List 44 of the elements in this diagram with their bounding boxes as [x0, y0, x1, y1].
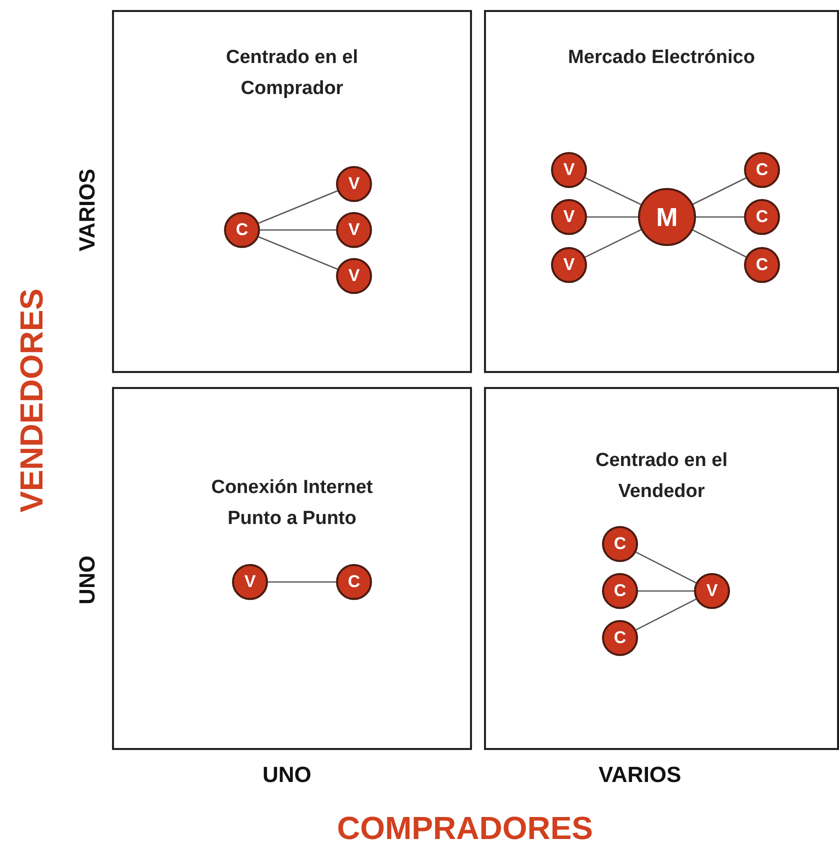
axis-label: VARIOS — [598, 762, 682, 788]
connector-line — [636, 552, 696, 584]
connector-line — [636, 598, 696, 630]
quadrant-title: Centrado en el Vendedor — [594, 449, 728, 504]
node-circle: C — [602, 526, 638, 562]
quadrant-panel — [484, 387, 839, 750]
quadrant-panel — [112, 387, 472, 750]
quadrant-panel — [484, 10, 839, 373]
axis-label: UNO — [262, 762, 312, 788]
node-circle: C — [744, 152, 780, 188]
connector-line — [696, 216, 744, 218]
node-circle: C — [744, 247, 780, 283]
quadrant-panel — [112, 10, 472, 373]
node-circle: C — [224, 212, 260, 248]
connector-line — [258, 236, 338, 270]
node-circle: C — [602, 573, 638, 609]
connector-line — [692, 230, 746, 258]
node-circle: V — [336, 166, 372, 202]
node-circle: C — [744, 199, 780, 235]
node-circle: C — [336, 564, 372, 600]
node-circle: V — [694, 573, 730, 609]
axis-title: COMPRADORES — [337, 810, 594, 846]
quadrant-title: Centrado en el Comprador — [225, 46, 359, 101]
connector-line — [268, 581, 336, 583]
connector-line — [584, 177, 642, 206]
axis-label: UNO — [74, 556, 100, 604]
connector-line — [584, 229, 642, 258]
node-circle: C — [602, 620, 638, 656]
axis-title: VENDEDORES — [14, 288, 51, 512]
connector-line — [260, 229, 336, 231]
quadrant-title: Mercado Electrónico — [568, 46, 755, 70]
connector-line — [587, 216, 638, 218]
node-circle: V — [232, 564, 268, 600]
node-circle: V — [336, 258, 372, 294]
node-circle: V — [551, 152, 587, 188]
connector-line — [692, 177, 746, 205]
connector-line — [638, 590, 694, 592]
quadrant-title: Conexión Internet Punto a Punto — [210, 476, 374, 531]
connector-line — [258, 190, 338, 224]
node-circle: V — [336, 212, 372, 248]
axis-label: VARIOS — [74, 168, 100, 252]
node-circle: V — [551, 199, 587, 235]
node-circle: V — [551, 247, 587, 283]
node-circle: M — [638, 188, 696, 246]
